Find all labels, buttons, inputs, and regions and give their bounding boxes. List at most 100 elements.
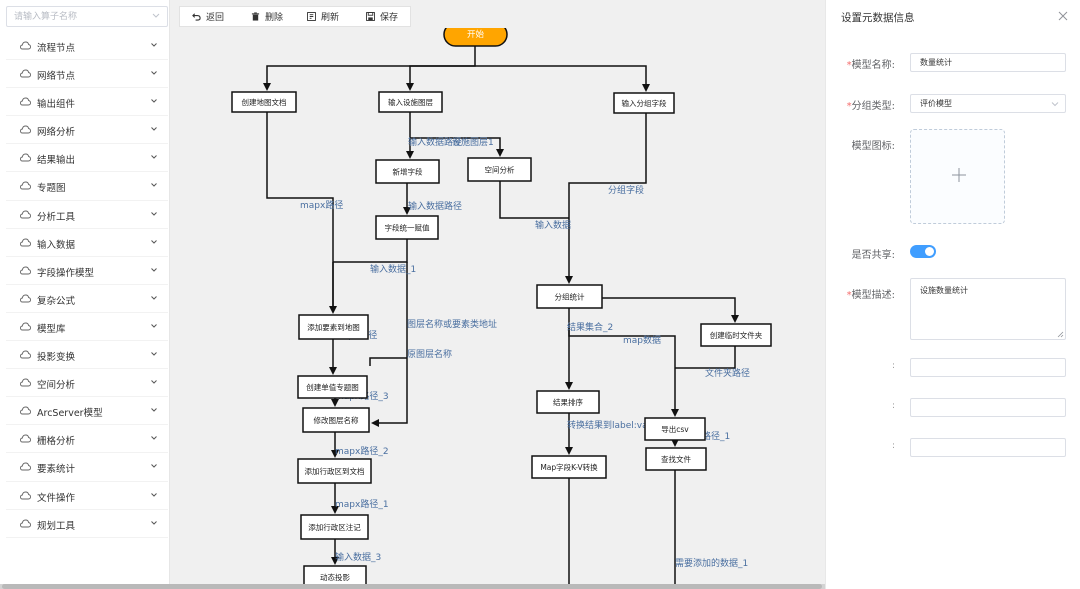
flow-edge [266, 112, 337, 314]
category-item[interactable]: 要素统计 [6, 453, 168, 482]
category-item[interactable]: 投影变换 [6, 341, 168, 370]
share-toggle[interactable] [910, 245, 936, 258]
flow-node[interactable]: 创建地图文档 [231, 91, 297, 113]
group-type-select[interactable]: 评价模型 [910, 94, 1066, 113]
cloud-icon [20, 378, 31, 387]
flow-node[interactable]: 创建单值专题图 [297, 375, 368, 399]
category-item[interactable]: 输入数据 [6, 229, 168, 257]
category-label: 分析工具 [37, 211, 76, 223]
undo-icon [192, 13, 201, 21]
category-label: 投影变换 [37, 352, 76, 364]
category-item[interactable]: 分析工具 [6, 201, 168, 229]
chevron-down-icon [151, 267, 157, 272]
scrollbar-thumb[interactable] [2, 584, 822, 589]
flow-node[interactable]: 创建临时文件夹 [700, 323, 772, 347]
category-item[interactable]: 规划工具 [6, 510, 168, 538]
model-name-input[interactable]: 数量统计 [910, 53, 1066, 72]
extra-field-2-input[interactable] [910, 398, 1066, 417]
edge-label: 转换结果到label:value [567, 419, 662, 431]
category-item[interactable]: 网络节点 [6, 60, 168, 89]
delete-button[interactable]: 删除 [251, 7, 283, 26]
back-label: 返回 [206, 13, 225, 23]
category-item[interactable]: 复杂公式 [6, 285, 168, 313]
resize-handle-icon[interactable] [1057, 331, 1064, 338]
chevron-down-icon [151, 71, 157, 75]
category-item[interactable]: 结果输出 [6, 144, 168, 173]
save-label: 保存 [380, 13, 399, 23]
start-node-shape [443, 28, 508, 47]
save-button[interactable]: 保存 [366, 7, 398, 26]
flow-node[interactable]: 分组统计 [536, 284, 603, 309]
cloud-icon [20, 491, 31, 499]
model-icon-label: 模型图标: [851, 141, 895, 152]
flow-node[interactable]: 添加要素到地图 [298, 314, 369, 340]
flow-node-box [231, 91, 297, 113]
category-item[interactable]: 模型库 [6, 313, 168, 342]
flow-node[interactable]: 修改图层名称 [302, 407, 370, 433]
operator-search-input[interactable] [7, 7, 147, 26]
flow-node[interactable]: 添加行政区到文档 [297, 458, 372, 484]
flow-node-label: 添加要素到地图 [307, 322, 360, 332]
chevron-down-icon [151, 211, 157, 216]
category-item[interactable]: 栅格分析 [6, 425, 168, 454]
chevron-down-icon [151, 492, 157, 497]
flow-edge [333, 239, 408, 263]
flow-node-label: 创建临时文件夹 [710, 330, 763, 340]
edge-label: 需要添加的数据_1 [675, 557, 748, 569]
flow-node[interactable]: 结果排序 [536, 390, 600, 414]
category-label: 规划工具 [37, 520, 76, 532]
flow-edge [410, 137, 504, 157]
category-item[interactable]: 空间分析 [6, 369, 168, 398]
category-item[interactable]: 输出组件 [6, 88, 168, 117]
flow-node[interactable]: 输入设施图层 [378, 91, 443, 113]
chevron-down-icon [151, 239, 157, 244]
start-node[interactable]: 开始 [443, 28, 508, 47]
cloud-icon [20, 125, 31, 134]
flow-node[interactable]: 导出csv [644, 417, 706, 441]
close-icon[interactable] [1058, 11, 1068, 21]
horizontal-scrollbar[interactable] [0, 584, 825, 589]
extra-field-1-input[interactable] [910, 358, 1066, 377]
edge-label: mapx路径 [300, 199, 343, 211]
flow-node-box [375, 215, 439, 240]
category-label: 结果输出 [37, 155, 76, 167]
extra-field-3-input[interactable] [910, 438, 1066, 457]
cloud-icon [20, 406, 31, 415]
flow-node[interactable]: 空间分析 [467, 157, 532, 182]
flow-node[interactable]: 输入分组字段 [613, 92, 675, 114]
flow-edge-labels: mapx路径输入数据路径设施图层1输入数据路径分组字段输入数据输入数据_1图层名… [300, 136, 750, 569]
flow-node[interactable]: Map字段K-V转换 [531, 455, 607, 479]
flow-node-box [378, 91, 443, 113]
category-item[interactable]: ArcServer模型 [6, 397, 168, 426]
refresh-button[interactable]: 刷新 [307, 7, 339, 26]
chevron-down-icon [151, 127, 157, 131]
icon-upload[interactable] [910, 129, 1005, 224]
flow-node[interactable]: 字段统一赋值 [375, 215, 439, 240]
flow-edge [263, 46, 476, 91]
refresh-label: 刷新 [321, 13, 340, 23]
category-item[interactable]: 文件操作 [6, 482, 168, 510]
category-item[interactable]: 字段操作模型 [6, 257, 168, 285]
cloud-icon [20, 182, 31, 190]
back-button[interactable]: 返回 [192, 7, 224, 26]
cloud-icon [20, 41, 31, 50]
category-item[interactable]: 专题图 [6, 172, 168, 201]
flow-node[interactable]: 动态投影 [303, 565, 367, 589]
chevron-down-icon [152, 13, 160, 18]
flow-node-label: 空间分析 [485, 165, 515, 175]
flow-node[interactable]: 新增字段 [375, 159, 440, 184]
flow-edge [371, 262, 408, 427]
category-label: 输入数据 [37, 239, 76, 251]
category-item[interactable]: 网络分析 [6, 116, 168, 145]
edge-label: 输入数据_3 [335, 551, 381, 563]
desc-textarea[interactable]: 设施数量统计 [910, 278, 1066, 340]
flow-node[interactable]: 添加行政区注记 [300, 514, 369, 540]
category-item[interactable]: 流程节点 [6, 32, 168, 61]
flow-node[interactable]: 查找文件 [645, 447, 707, 471]
panel-title: 设置元数据信息 [841, 12, 915, 24]
flow-node-label: 输入设施图层 [388, 97, 433, 107]
operator-search-select[interactable] [6, 6, 168, 27]
flow-diagram[interactable]: mapx路径输入数据路径设施图层1输入数据路径分组字段输入数据输入数据_1图层名… [170, 28, 825, 589]
